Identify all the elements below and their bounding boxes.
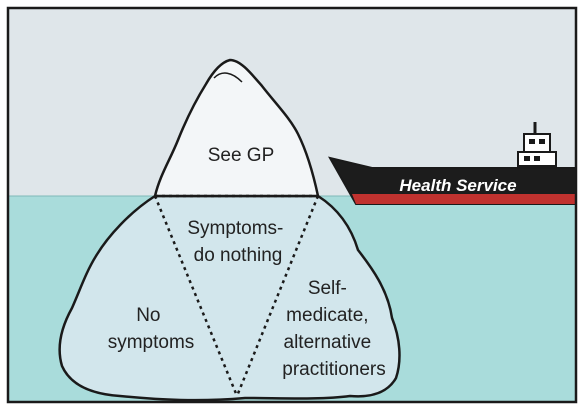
ship-window [534,156,540,161]
ship-hull-stripe [352,194,576,204]
iceberg-submerged [58,194,401,402]
label-middle-line-2: do nothing [194,245,283,266]
divider-left [153,195,239,397]
label-self-medicate: Self- medicate, alternative practitioner… [282,278,386,380]
label-right-line-3: alternative [284,332,372,353]
label-right-line-2: medicate, [286,305,368,326]
label-right-line-4: practitioners [282,359,386,380]
label-no-symptoms: No symptoms [108,305,195,353]
ship-window [524,156,530,161]
divider-right [235,195,320,397]
ship-window [539,139,545,144]
label-see-gp: See GP [208,145,275,166]
label-right-line-1: Self- [308,278,347,299]
label-symptoms-do-nothing: Symptoms- do nothing [187,218,288,266]
iceberg-ridge [213,72,243,83]
frame [6,6,578,404]
ship-bridge-upper [523,133,551,153]
label-left-line-1: No [136,305,160,326]
ship-window [529,139,535,144]
iceberg-above-water [153,58,320,198]
label-middle-line-1: Symptoms- [187,218,283,239]
ship-label: Health Service [399,176,516,195]
label-left-line-2: symptoms [108,332,195,353]
